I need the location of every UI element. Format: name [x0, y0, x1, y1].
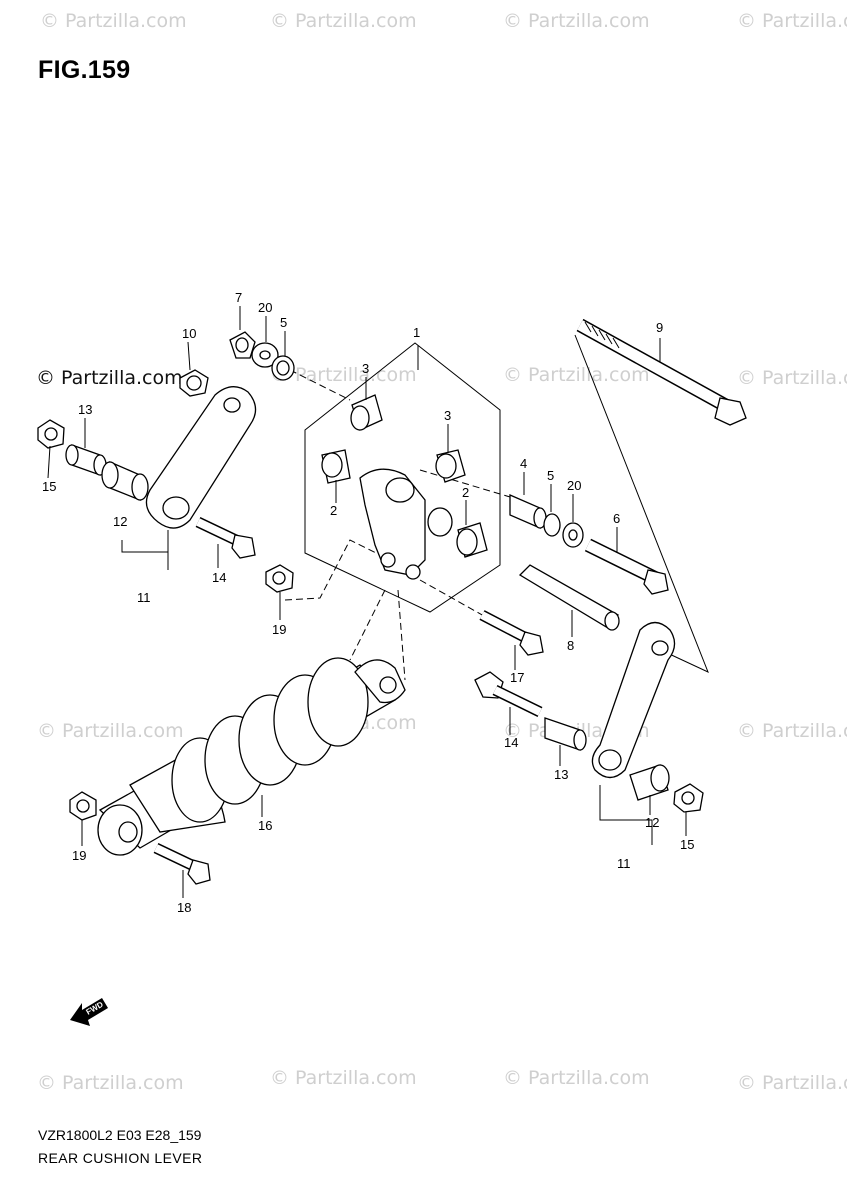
callout: 18: [177, 900, 191, 915]
callout: 3: [444, 408, 451, 423]
callout: 7: [235, 290, 242, 305]
callout: 16: [258, 818, 272, 833]
fwd-arrow-icon: FWD: [70, 998, 108, 1026]
bearing-part-3-upper: [350, 394, 383, 431]
callout: 4: [520, 456, 527, 471]
cushion-lever: [359, 468, 453, 580]
callout: 1: [413, 325, 420, 340]
callout: 20: [567, 478, 581, 493]
nut-part-15-left: [37, 419, 65, 449]
right-rod-part-11: [591, 621, 676, 779]
bolt-part-6: [584, 538, 669, 595]
watermark: © Partzilla.com: [37, 1072, 184, 1094]
callout: 12: [113, 514, 127, 529]
nut-part-15-right: [673, 783, 704, 813]
sleeve-part-8: [518, 564, 620, 631]
nut-part-10: [179, 369, 209, 397]
nut-part-19-bottom: [69, 791, 97, 821]
callout: 2: [330, 503, 337, 518]
watermark: © Partzilla.com: [37, 720, 184, 742]
shock-absorber-part-16: [97, 657, 406, 856]
callout: 17: [510, 670, 524, 685]
assembly-box-outline: [304, 342, 501, 613]
watermark: © Partzilla.com: [270, 10, 417, 32]
diagram-description: REAR CUSHION LEVER: [38, 1150, 203, 1166]
watermark: © Partzilla.com: [270, 1067, 417, 1089]
watermark: © Partzilla.com: [503, 1067, 650, 1089]
nut-part-19-top: [265, 564, 294, 593]
collar-part-13-right: [544, 717, 587, 751]
model-code: VZR1800L2 E03 E28_159: [38, 1127, 202, 1143]
watermark: © Partzilla.com: [36, 367, 183, 389]
callout: 2: [462, 485, 469, 500]
watermark: © Partzilla.com: [503, 10, 650, 32]
callout: 11: [617, 856, 631, 871]
bolt-part-17: [479, 610, 544, 656]
callout: 19: [72, 848, 86, 863]
callout: 12: [645, 815, 659, 830]
long-bolt-part-9: [576, 318, 747, 426]
callout: 5: [280, 315, 287, 330]
bearing-part-2-left: [321, 449, 351, 484]
bolt-part-14-left: [195, 517, 256, 559]
bearing-part-12-right: [629, 764, 670, 801]
bolt-part-14-right: [474, 671, 543, 717]
callout: 13: [554, 767, 568, 782]
callout: 13: [78, 402, 92, 417]
seal-part-5-right: [543, 513, 561, 537]
watermark: © Partzilla.com: [737, 10, 847, 32]
callout: 5: [547, 468, 554, 483]
callout: 19: [272, 622, 286, 637]
callout: 11: [137, 590, 151, 605]
bolt-part-18: [153, 843, 211, 885]
callout: 9: [656, 320, 663, 335]
callout: 6: [613, 511, 620, 526]
watermark: © Partzilla.com: [503, 364, 650, 386]
figure-title: FIG.159: [38, 56, 131, 84]
callout: 14: [504, 735, 518, 750]
bearing-part-3-right: [435, 449, 466, 483]
callout: 10: [182, 326, 196, 341]
watermark: © Partzilla.com: [270, 364, 417, 386]
callout: 3: [362, 361, 369, 376]
callout: 15: [680, 837, 694, 852]
watermark: © Partzilla.com: [737, 367, 847, 389]
watermark: © Partzilla.com: [40, 10, 187, 32]
callout: 14: [212, 570, 226, 585]
watermark: © Partzilla.com: [737, 720, 847, 742]
callout: 15: [42, 479, 56, 494]
watermark: © Partzilla.com: [737, 1072, 847, 1094]
left-rod-part-11: [145, 386, 257, 529]
collar-part-13-left: [65, 444, 107, 476]
callout: 8: [567, 638, 574, 653]
callout: 20: [258, 300, 272, 315]
nut-part-7: [229, 331, 256, 359]
collar-part-4: [509, 494, 547, 529]
bearing-part-2-right: [456, 522, 488, 558]
bearing-part-12-left: [101, 461, 149, 501]
